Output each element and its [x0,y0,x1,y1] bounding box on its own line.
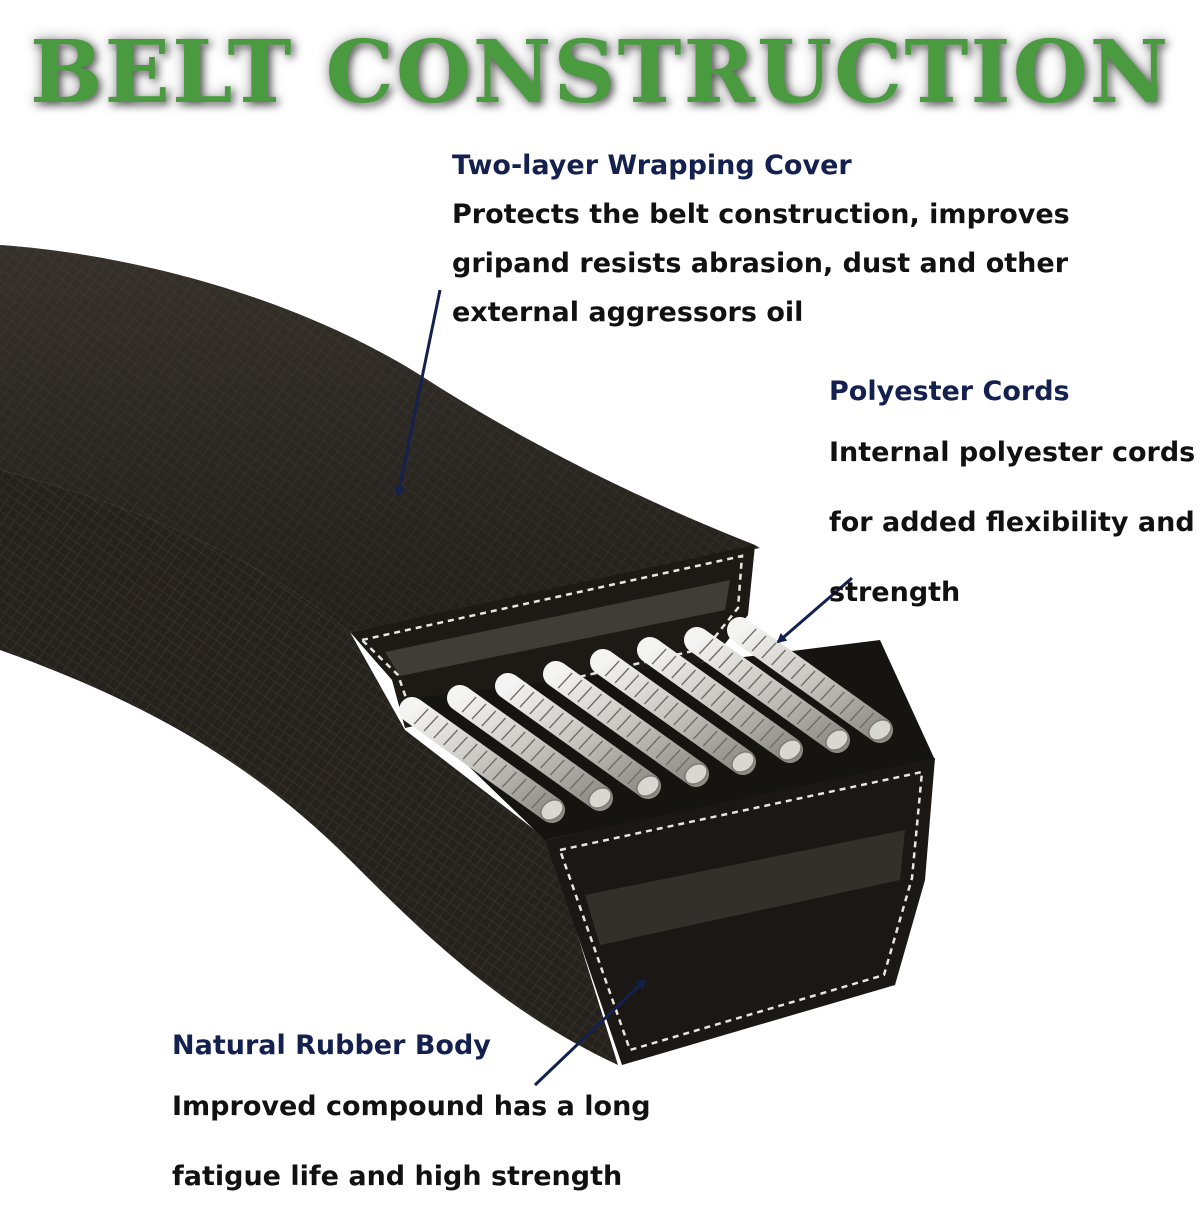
cords-callout-arrow [776,576,853,644]
callout-text-line: fatigue life and high strength [172,1161,623,1192]
cord-strand [543,661,709,787]
belt-side-surface [0,470,618,1065]
callout-text-line: Internal polyester cords [829,437,1196,468]
cover-callout-arrow [394,289,442,497]
cord-strand [495,673,661,799]
callout-text-line: Protects the belt construction, improves [452,199,1070,230]
rubber-callout-arrow [533,978,647,1087]
polyester-cords [399,617,893,823]
callout-text-line: strength [829,577,961,608]
callout-natural-rubber-body: Natural Rubber Body Improved compound ha… [172,1026,792,1206]
cord-strand [399,697,565,823]
callout-text-line: Improved compound has a long [172,1091,651,1122]
callout-wrapping-cover: Two-layer Wrapping Cover Protects the be… [452,142,1152,337]
callout-heading: Polyester Cords [829,376,1070,407]
cord-strand [727,617,893,743]
callout-text-line: gripand resists abrasion, dust and other [452,248,1069,279]
cord-strand [637,637,803,763]
cord-strand [590,649,756,775]
callout-polyester-cords: Polyester Cords Internal polyester cords… [829,372,1199,622]
cord-strand [684,627,850,753]
callout-text-line: external aggressors oil [452,297,804,328]
page-title: BELT CONSTRUCTION [29,22,1171,123]
cord-strand [447,685,613,811]
callout-heading: Two-layer Wrapping Cover [452,150,852,181]
callout-heading: Natural Rubber Body [172,1030,491,1061]
callout-text-line: for added flexibility and [829,507,1195,538]
